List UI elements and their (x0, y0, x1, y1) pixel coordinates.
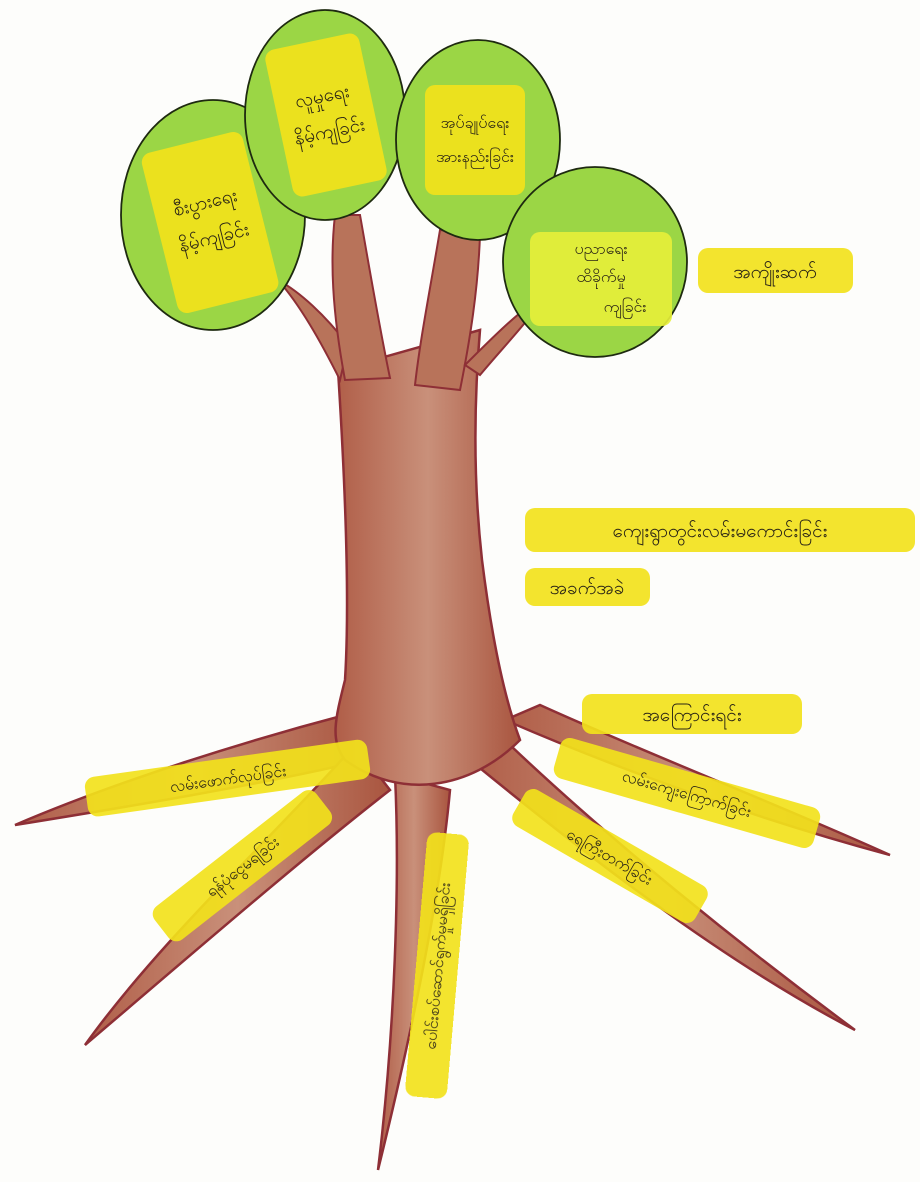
effect-4-line-2: ထိခိုက်မှု (576, 267, 625, 289)
core-problem-line-1: ကျေးရွာတွင်းလမ်းမကောင်းခြင်း (613, 518, 828, 546)
effects-heading: အကျိုးဆက် (733, 260, 817, 287)
core-problem-line-2: အခက်အခဲ (550, 576, 625, 599)
causes-heading: အကြောင်းရင်း (642, 702, 741, 730)
effect-3-line-1: အုပ်ချုပ်ရေး (441, 113, 510, 135)
branch-upper-left (332, 215, 390, 380)
effect-4-line-3: ကျခြင်း (604, 297, 647, 319)
trunk (278, 215, 545, 785)
effect-3-line-2: အားနည်းခြင်း (436, 147, 514, 169)
effect-3-highlight (425, 85, 525, 195)
effect-4-line-1: ပညာရေး (574, 239, 627, 261)
